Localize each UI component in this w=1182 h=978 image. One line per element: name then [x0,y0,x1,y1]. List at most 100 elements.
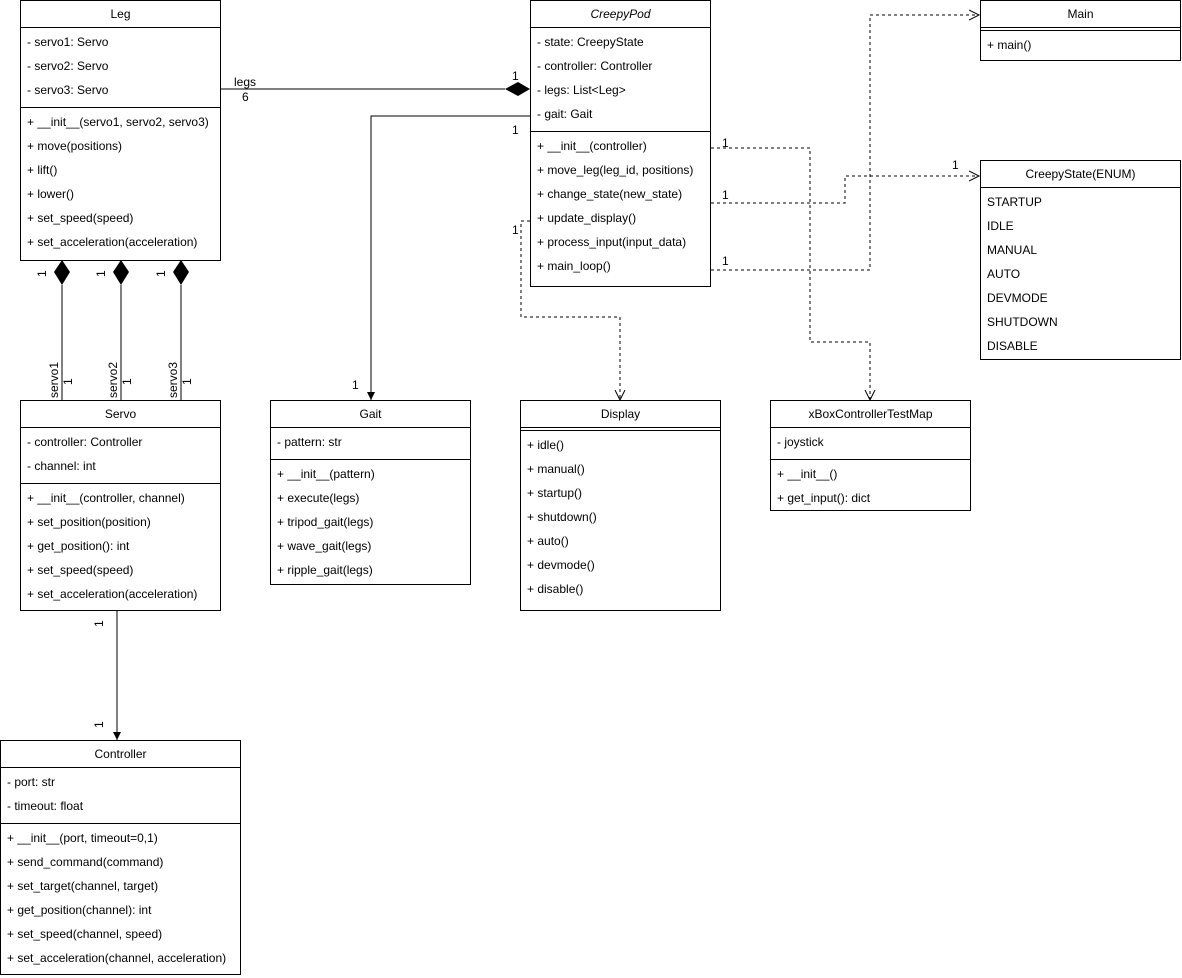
class-controller[interactable]: Controller- port: str- timeout: float+ _… [0,740,241,975]
attribute: - legs: List<Leg> [537,83,626,97]
method: + lower() [27,187,75,201]
display-dependency-multiplicity: 1 [512,223,519,237]
method: + wave_gait(legs) [277,539,372,553]
enum-value: DISABLE [987,339,1038,353]
state-dependency-multiplicity-state: 1 [952,158,959,172]
method: + execute(legs) [277,491,360,505]
class-name: CreepyState(ENUM) [981,161,1180,188]
methods-section: + main() [981,31,1180,62]
method: + change_state(new_state) [537,187,683,201]
enum-value: STARTUP [987,195,1042,209]
state-dependency-edge [711,176,979,204]
methods-section: + __init__(controller) + move_leg(leg_id,… [531,132,710,283]
servo3-composition-edge [173,260,189,400]
class-name: Display [521,401,720,428]
attribute: - port: str [7,775,56,789]
servo1-composition-edge [54,260,70,400]
enum-value: MANUAL [987,243,1038,257]
enum-value: AUTO [987,267,1021,281]
servo1-multiplicity-servo: 1 [61,378,75,385]
method: + set_speed(speed) [27,211,134,225]
attribute: - servo2: Servo [27,59,109,73]
method: + idle() [527,438,565,452]
class-creepypod[interactable]: CreepyPod - state: CreepyState - controlle… [530,0,711,287]
method: + devmode() [527,558,595,572]
attributes-section: - pattern: str [271,428,470,460]
methods-section: + __init__(controller, channel)+ set_pos… [21,484,220,611]
method: + move(positions) [27,139,123,153]
servo1-role-label: servo1 [47,362,61,398]
class-xbox-controller-test-map[interactable]: xBoxControllerTestMap- joystick+ __init_… [770,400,971,511]
class-gait[interactable]: Gait- pattern: str+ __init__(pattern)+ e… [270,400,471,585]
attributes-section: - controller: Controller- channel: int [21,428,220,484]
method: + get_position(): int [27,539,130,553]
method: + shutdown() [527,510,597,524]
gait-multiplicity-gait: 1 [352,378,359,392]
method: + disable() [527,582,584,596]
method: + set_target(channel, target) [7,879,159,893]
method: + __init__(controller) [537,139,647,153]
class-name: Leg [21,1,220,28]
display-dependency-edge [520,220,620,400]
methods-section: + __init__(port, timeout=0,1)+ send_comm… [1,824,240,975]
servo2-multiplicity-servo: 1 [120,378,134,385]
class-leg[interactable]: Leg - servo1: Servo - servo2: Servo - servo… [20,0,221,261]
method: + main() [987,38,1032,52]
methods-section: + idle()+ manual()+ startup()+ shutdown(… [521,431,720,606]
composition-diamond [173,260,189,285]
method: + set_speed(channel, speed) [7,927,163,941]
servo3-role-label: servo3 [166,362,180,398]
class-servo[interactable]: Servo- controller: Controller- channel: … [20,400,221,611]
legs-multiplicity-leg: 6 [242,90,249,104]
gait-multiplicity-pod: 1 [512,123,519,137]
method: + get_input(): dict [777,491,871,505]
attribute: - controller: Controller [27,435,143,449]
method: + send_command(command) [7,855,164,869]
composition-diamond [505,82,530,96]
method: + tripod_gait(legs) [277,515,374,529]
class-name: CreepyPod [531,1,710,28]
method: + set_acceleration(channel, acceleration… [7,951,227,965]
servo2-role-label: servo2 [106,362,120,398]
xbox-dependency-multiplicity: 1 [722,136,729,150]
attribute: - controller: Controller [537,59,653,73]
method: + process_input(input_data) [537,235,687,249]
composition-diamond [54,260,70,285]
attribute: - timeout: float [7,799,84,813]
attribute: - state: CreepyState [537,35,644,49]
servo2-composition-edge [113,260,129,400]
servo1-multiplicity-leg: 1 [35,270,49,277]
method: + auto() [527,534,569,548]
method: + update_display() [537,211,637,225]
xbox-dependency-edge [711,147,870,400]
method: + move_leg(leg_id, positions) [537,163,694,177]
attributes-section: - state: CreepyState - controller: Contro… [531,28,710,132]
attribute: - joystick [777,435,824,449]
gait-association-edge [367,115,530,400]
servo3-multiplicity-servo: 1 [180,378,194,385]
methods-section: + __init__(servo1, servo2, servo3)+ move… [21,108,220,259]
class-name: Gait [271,401,470,428]
attribute: - pattern: str [277,435,342,449]
enum-value: SHUTDOWN [987,315,1058,329]
method: + set_acceleration(acceleration) [27,235,198,249]
legs-composition-edge [220,82,530,96]
attribute: - servo3: Servo [27,83,109,97]
method: + set_acceleration(acceleration) [27,587,198,601]
servo3-multiplicity-leg: 1 [154,270,168,277]
main-dependency-multiplicity: 1 [722,254,729,268]
legs-multiplicity-pod: 1 [512,69,519,83]
method: + get_position(channel): int [7,903,152,917]
attributes-section [521,428,720,431]
method: + lift() [27,163,58,177]
enum-value: IDLE [987,219,1014,233]
method: + __init__(controller, channel) [27,491,185,505]
method: + set_speed(speed) [27,563,134,577]
methods-section: + __init__()+ get_input(): dict [771,460,970,515]
class-display[interactable]: Display + idle()+ manual()+ startup()+ sh… [520,400,721,611]
attribute: - servo1: Servo [27,35,109,49]
class-main[interactable]: Main+ main() [980,0,1181,61]
